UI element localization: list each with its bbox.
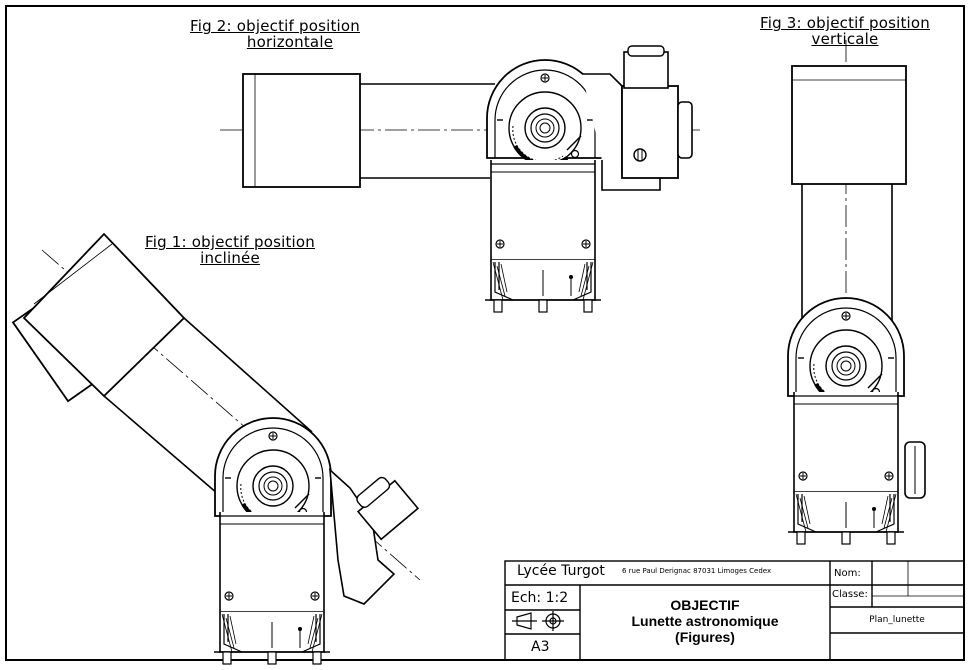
scale-label: Ech: 1:2 (511, 590, 569, 606)
fig1-caption-line2: inclinée (200, 249, 260, 267)
sheet-border (5, 5, 965, 661)
fig2-caption: Fig 2: objectif position horizontale (175, 18, 375, 50)
drawing-title-line3: (Figures) (675, 629, 735, 645)
fig3-caption-line1: Fig 3: objectif position (759, 14, 930, 32)
school-name: Lycée Turgot (517, 563, 605, 579)
fig1-caption-line1: Fig 1: objectif position (144, 233, 315, 251)
figure-3-vertical (786, 40, 926, 545)
file-name: Plan_lunette (869, 615, 925, 625)
projection-symbol-icon (512, 611, 564, 631)
figure-2-horizontal (220, 45, 700, 313)
fig2-caption-line2: horizontale (246, 33, 334, 51)
name-label: Nom: (834, 568, 861, 579)
drawing-title: OBJECTIF Lunette astronomique (Figures) (580, 597, 830, 645)
fig3-caption-line2: verticale (811, 30, 879, 48)
fig3-caption: Fig 3: objectif position verticale (745, 15, 945, 47)
drawing-title-line1: OBJECTIF (670, 597, 740, 613)
class-label: Classe: (832, 589, 868, 600)
drawing-title-line2: Lunette astronomique (631, 613, 779, 629)
title-block (504, 560, 965, 661)
fig2-caption-line1: Fig 2: objectif position (189, 17, 360, 35)
school-address: 6 rue Paul Derignac 87031 Limoges Cedex (622, 567, 772, 575)
figure-1-inclined (11, 232, 421, 665)
fig1-caption: Fig 1: objectif position inclinée (130, 234, 330, 266)
paper-format: A3 (531, 639, 550, 655)
